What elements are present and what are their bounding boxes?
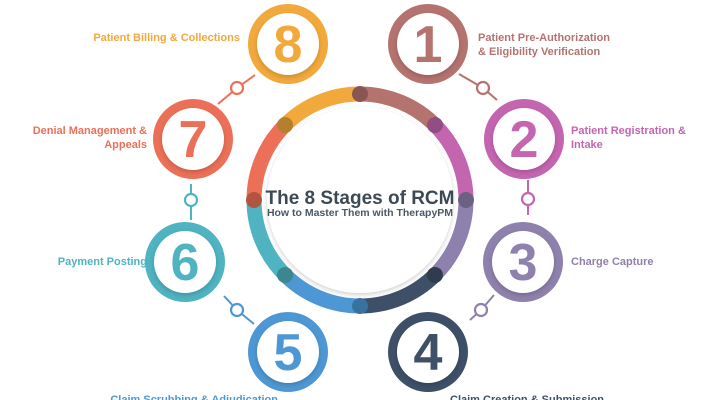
stage-label-3: Charge Capture xyxy=(571,255,654,269)
connector-ring-1 xyxy=(475,80,491,96)
stage-label-5: Claim Scrubbing & Adjudication xyxy=(110,393,278,400)
ring-node-3 xyxy=(458,192,474,208)
ring-segment-8 xyxy=(279,86,361,131)
stage-badge-5: 5 xyxy=(248,312,328,392)
ring-node-6 xyxy=(277,266,294,283)
stage-badge-1: 1 xyxy=(388,4,468,84)
ring-node-7 xyxy=(246,192,262,208)
ring-segment-2 xyxy=(429,119,474,201)
stage-label-line: Patient Billing & Collections xyxy=(93,32,240,44)
stage-label-line: Claim Scrubbing & Adjudication xyxy=(110,394,278,400)
center-disc xyxy=(267,107,453,293)
ring-segment-4 xyxy=(359,269,441,314)
stage-label-line: Charge Capture xyxy=(571,256,654,268)
stage-badge-2: 2 xyxy=(484,99,564,179)
ring-node-4 xyxy=(426,266,443,283)
center-subtitle: How to Master Them with TherapyPM xyxy=(267,207,453,219)
ring-node-1 xyxy=(352,86,368,102)
ring-node-2 xyxy=(426,117,443,134)
stage-label-line: Appeals xyxy=(104,139,147,151)
stage-number-3: 3 xyxy=(509,234,538,292)
ring-segment-7 xyxy=(246,119,291,201)
ring-node-8 xyxy=(277,117,294,134)
ring-segment-6 xyxy=(246,199,291,281)
stage-badge-6: 6 xyxy=(145,222,225,302)
stage-label-line: Intake xyxy=(571,139,603,151)
stage-label-line: Payment Posting xyxy=(57,256,147,268)
stage-number-4: 4 xyxy=(414,324,443,382)
ring-node-5 xyxy=(352,298,368,314)
stage-number-1: 1 xyxy=(414,16,443,74)
stage-label-6: Payment Posting xyxy=(58,255,147,269)
stage-number-5: 5 xyxy=(274,324,303,382)
ring-segment-5 xyxy=(279,269,361,314)
stage-label-7: Denial Management & Appeals xyxy=(33,124,147,152)
center-title: The 8 Stages of RCM xyxy=(266,188,455,209)
stage-label-line: Patient Pre-Authorization xyxy=(478,32,611,44)
stage-label-4: Claim Creation & Submission xyxy=(450,393,604,400)
ring-segment-1 xyxy=(359,86,441,131)
stage-label-line: Denial Management & xyxy=(32,125,147,137)
stage-number-6: 6 xyxy=(171,234,200,292)
stage-badge-8: 8 xyxy=(248,4,328,84)
stage-badge-7: 7 xyxy=(153,99,233,179)
stage-number-7: 7 xyxy=(179,111,208,169)
stage-label-2: Patient Registration & Intake xyxy=(571,124,686,152)
stage-badge-3: 3 xyxy=(483,222,563,302)
stage-label-8: Patient Billing & Collections xyxy=(93,31,240,45)
stage-label-line: & Eligibility Verification xyxy=(478,46,601,58)
stage-label-line: Claim Creation & Submission xyxy=(450,394,605,400)
connector-ring-7 xyxy=(229,80,245,96)
stage-number-2: 2 xyxy=(510,111,539,169)
connector-ring-6 xyxy=(183,192,199,208)
connector-ring-3 xyxy=(473,302,489,318)
connector-ring-2 xyxy=(520,191,536,207)
stage-label-1: Patient Pre-Authorization & Eligibility V… xyxy=(478,31,610,59)
ring-segment-3 xyxy=(429,199,474,281)
stage-badge-4: 4 xyxy=(388,312,468,392)
stage-number-8: 8 xyxy=(274,16,303,74)
stage-label-line: Patient Registration & xyxy=(571,125,686,137)
connector-ring-5 xyxy=(229,302,245,318)
